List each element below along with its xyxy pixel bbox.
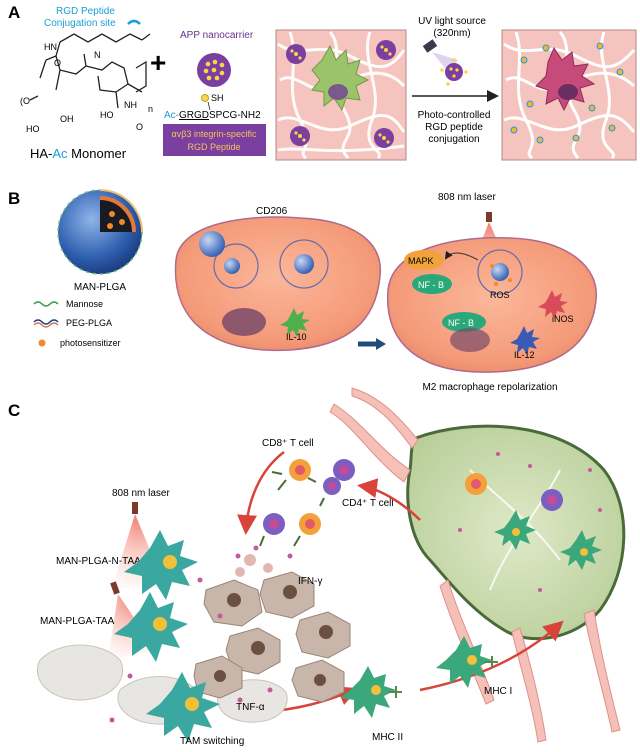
ho-label-2: HO — [100, 110, 114, 120]
repolarization-label: M2 macrophage repolarization — [422, 382, 557, 393]
sh-link-line — [207, 101, 211, 111]
o-label-2: O — [136, 122, 143, 132]
inos-label: iNOS — [552, 314, 574, 324]
macrophage-m2 — [174, 216, 381, 352]
legend-peg-plga: PEG-PLGA — [66, 318, 112, 328]
tumor-tissue — [37, 554, 351, 725]
cd4-t-cell-label: CD4⁺ T cell — [342, 498, 394, 509]
cd206-label: CD206 — [256, 206, 288, 217]
tumor-associated-macrophages — [114, 530, 498, 742]
man-plga-taa-label: MAN-PLGA-TAA — [40, 616, 115, 627]
legend-mannose: Mannose — [66, 299, 103, 309]
panel-b-legend: Mannose PEG-PLGA photosensitizer — [33, 299, 121, 348]
laser-device-c2-icon — [110, 581, 120, 595]
mhc-i-label: MHC I — [484, 686, 512, 697]
hydrogel-before — [275, 29, 407, 161]
photo-line-2: RGD peptide — [425, 122, 483, 133]
laser-device-icon — [486, 212, 492, 222]
il12-label: IL-12 — [514, 350, 535, 360]
nh-label: NH — [124, 100, 137, 110]
n-label: N — [94, 50, 101, 60]
t-cell-priming-arrow — [357, 478, 421, 521]
laser-label-b: 808 nm laser — [438, 192, 496, 203]
app-nanocarrier-label: APP nanocarrier — [180, 30, 254, 41]
legend-photosensitizer: photosensitizer — [60, 338, 121, 348]
cd8-t-cell-label: CD8⁺ T cell — [262, 438, 314, 449]
ifn-gamma-label: IFN-γ — [298, 576, 322, 587]
nfkb-label-1: NF - B — [418, 280, 444, 290]
uv-source-line-2: (320nm) — [433, 28, 470, 39]
il10-label: IL-10 — [286, 332, 307, 342]
plus-sign: + — [150, 47, 166, 78]
chain-bracket-left: (O — [20, 96, 30, 106]
mannose-legend-icon — [33, 301, 59, 307]
cytokine-dots — [109, 545, 293, 723]
ho-label-1: HO — [26, 124, 40, 134]
ha-ac-monomer-label: HA-Ac Monomer — [30, 146, 127, 161]
tnf-alpha-label: TNF-α — [236, 702, 265, 713]
integrin-line-2: RGD Peptide — [187, 142, 240, 152]
man-plga-n-taa-label: MAN-PLGA-N-TAA — [56, 556, 141, 567]
tam-switching-label: TAM switching — [180, 736, 244, 747]
man-plga-nanoparticle — [57, 189, 143, 275]
antigen-presentation-arrow — [419, 620, 564, 692]
nanocarrier-cluster — [286, 40, 396, 148]
macrophage-repolarized — [387, 237, 597, 373]
thiol-dot-icon — [201, 94, 209, 102]
mhc-ii-label: MHC II — [372, 732, 403, 743]
t-cells — [259, 459, 355, 547]
conjugation-site-label: RGD Peptide Conjugation site — [44, 6, 118, 29]
integrin-line-1: αvβ3 integrin-specific — [172, 129, 257, 139]
hydrogel-after — [501, 29, 637, 161]
oh-label: OH — [60, 114, 74, 124]
photo-line-3: conjugation — [428, 134, 479, 145]
peg-plga-legend-icon — [33, 319, 59, 325]
app-nanocarrier-particle — [197, 53, 231, 87]
mapk-label: MAPK — [408, 256, 434, 266]
lymph-node — [406, 424, 626, 641]
photosensitizer-legend-icon — [38, 339, 46, 347]
uv-source-line-1: UV light source — [418, 16, 486, 27]
o-label-1: O — [54, 58, 61, 68]
ha-ac-structure — [29, 33, 151, 109]
t-cell-infiltration-arrow — [237, 451, 285, 535]
sh-label: SH — [211, 93, 224, 103]
panel-b-label: B — [8, 189, 20, 208]
photo-line-1: Photo-controlled — [418, 110, 491, 121]
panel-c-label: C — [8, 401, 20, 420]
integrin-peptide-box — [163, 124, 266, 156]
peptide-sequence: Ac-GRGDSPCG-NH2 — [164, 110, 261, 121]
panel-a-label: A — [8, 3, 20, 22]
hn-label: HN — [44, 42, 57, 52]
uv-lamp-icon — [422, 39, 468, 86]
conjugation-hook-icon — [127, 19, 141, 25]
ros-label: ROS — [490, 290, 510, 300]
chain-unit-label: n — [148, 104, 153, 114]
man-plga-label: MAN-PLGA — [74, 282, 127, 293]
laser-device-c1-icon — [132, 502, 138, 514]
nfkb-label-2: NF - B — [448, 318, 474, 328]
laser-label-c: 808 nm laser — [112, 488, 170, 499]
